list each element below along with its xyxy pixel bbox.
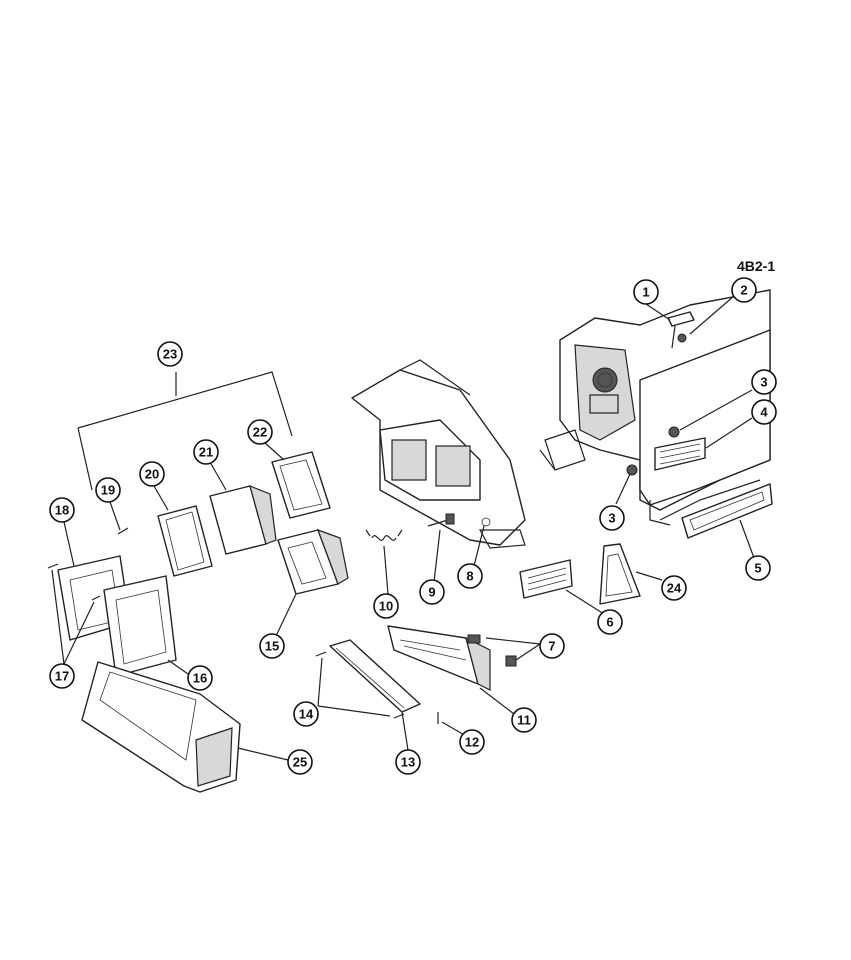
svg-text:19: 19 [101, 483, 115, 498]
assembly-group-bracket-left [77, 427, 93, 491]
adjusting-spring [365, 529, 403, 541]
nut-upper [668, 426, 680, 438]
svg-text:4: 4 [760, 405, 768, 420]
svg-text:12: 12 [465, 735, 479, 750]
nut-lower [626, 464, 638, 476]
callout-9: 9 [419, 579, 445, 605]
radiator-support [351, 359, 526, 549]
svg-text:1: 1 [642, 285, 649, 300]
callout-8: 8 [457, 563, 483, 589]
callout-11: 11 [511, 707, 537, 733]
side-lens [599, 543, 641, 605]
svg-text:3: 3 [760, 375, 767, 390]
svg-text:18: 18 [55, 503, 69, 518]
adjusting-screw [427, 513, 455, 527]
callout-18: 18 [49, 497, 75, 523]
svg-text:8: 8 [466, 569, 473, 584]
callout-25: 25 [287, 749, 313, 775]
sealed-beam-headlamp [209, 484, 277, 555]
parking-lamp [519, 559, 573, 599]
callout-15: 15 [259, 633, 285, 659]
callout-17: 17 [49, 663, 75, 689]
bracket-clip [667, 311, 695, 349]
svg-text:13: 13 [401, 755, 415, 770]
svg-text:3: 3 [608, 511, 615, 526]
bezel-screw-a [47, 563, 59, 569]
callout-5: 5 [745, 555, 771, 581]
svg-text:21: 21 [199, 445, 213, 460]
svg-text:25: 25 [293, 755, 307, 770]
headlamp-door-right [103, 575, 177, 677]
svg-text:24: 24 [667, 581, 682, 596]
headlamp-retaining-ring [157, 505, 213, 577]
assembly-group-bracket [77, 371, 293, 437]
callout-3-upper: 3 [751, 369, 777, 395]
svg-text:15: 15 [265, 639, 279, 654]
callout-21: 21 [193, 439, 219, 465]
callout-20: 20 [139, 461, 165, 487]
callout-14: 14 [293, 701, 319, 727]
side-marker-lamp [654, 437, 706, 471]
svg-text:22: 22 [253, 425, 267, 440]
headlamp-mounting-bracket [271, 451, 331, 519]
callout-24: 24 [661, 575, 687, 601]
fender-body-assembly [539, 289, 771, 526]
svg-text:11: 11 [517, 713, 531, 728]
callout-12: 12 [459, 729, 485, 755]
callout-3-lower: 3 [599, 505, 625, 531]
callout-19: 19 [95, 477, 121, 503]
bulb-socket [467, 634, 517, 667]
svg-text:17: 17 [55, 669, 69, 684]
svg-text:7: 7 [548, 639, 555, 654]
callout-7: 7 [539, 633, 565, 659]
leader-lines [51, 295, 755, 761]
svg-text:2: 2 [740, 283, 747, 298]
turn-signal-housing [387, 625, 491, 691]
callout-2: 2 [731, 277, 757, 303]
headlamp-bezel [81, 661, 241, 793]
headlamp-screw [117, 527, 129, 535]
bezel-screw-b [91, 595, 101, 601]
callout-6: 6 [597, 609, 623, 635]
svg-text:10: 10 [379, 599, 393, 614]
callout-4: 4 [751, 399, 777, 425]
svg-text:20: 20 [145, 467, 159, 482]
svg-text:5: 5 [754, 561, 761, 576]
callout-10: 10 [373, 593, 399, 619]
figure-reference-label: 4B2-1 [737, 258, 775, 274]
svg-text:16: 16 [193, 671, 207, 686]
callout-16: 16 [187, 665, 213, 691]
marker-lamp-bezel [681, 483, 773, 539]
callout-1: 1 [633, 279, 659, 305]
callout-22: 22 [247, 419, 273, 445]
callout-13: 13 [395, 749, 421, 775]
turn-signal-lens [329, 639, 421, 713]
callout-23: 23 [157, 341, 183, 367]
svg-text:9: 9 [428, 585, 435, 600]
svg-text:14: 14 [299, 707, 314, 722]
svg-text:6: 6 [606, 615, 613, 630]
headlamp-assembly [277, 528, 349, 595]
svg-text:23: 23 [163, 347, 177, 362]
